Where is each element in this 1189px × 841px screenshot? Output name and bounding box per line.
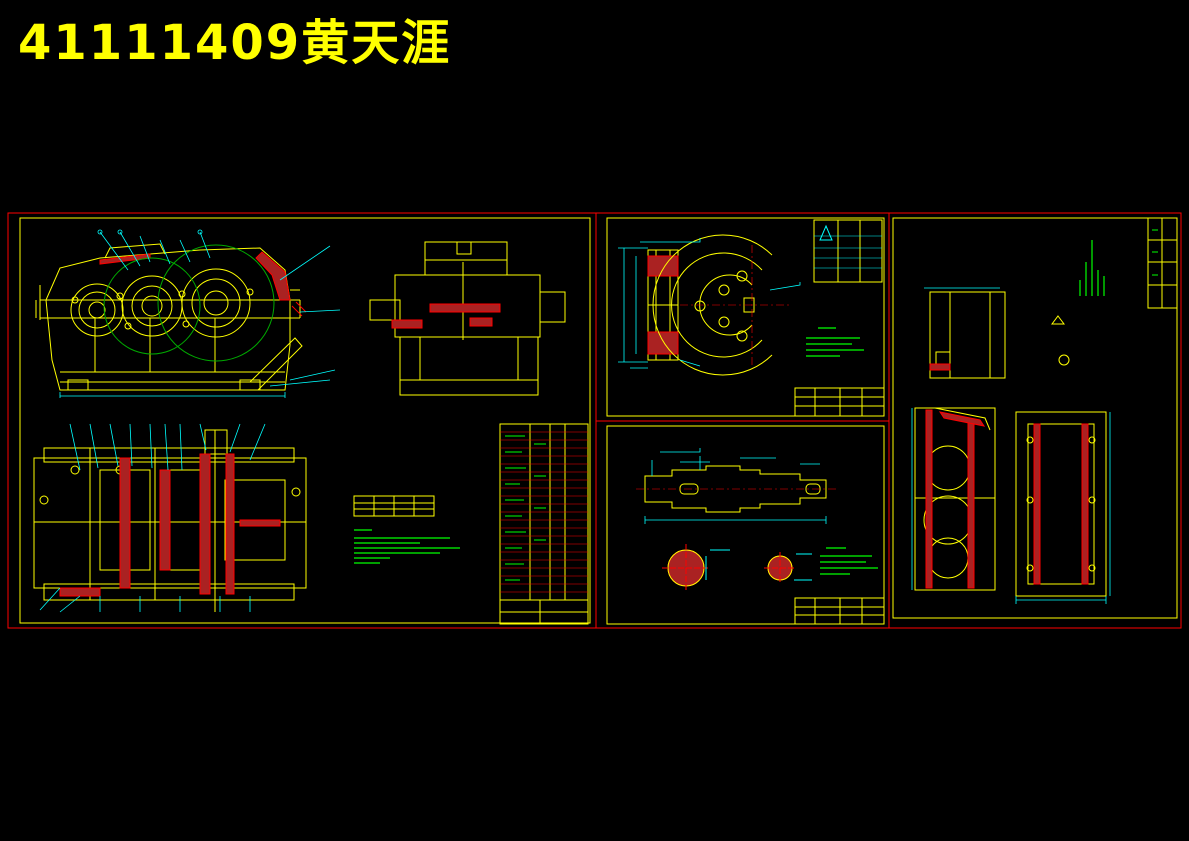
assembly-drawing [19, 217, 591, 625]
shaft-title-block [794, 597, 885, 625]
gearbox-front-view [35, 243, 303, 391]
shaft-frame [606, 425, 885, 625]
assembly-notes [354, 529, 460, 564]
gear-parameter-table [813, 219, 883, 283]
shaft-drawing [606, 425, 885, 625]
housing-dimensions [911, 287, 1111, 604]
section-hatch [99, 251, 307, 317]
shaft-section-a [662, 544, 730, 592]
gear-pitch-circles [103, 244, 275, 362]
housing-frame [892, 217, 1178, 619]
gear-title-block [794, 387, 885, 417]
housing-top-hatch [1033, 423, 1089, 585]
shaft-dimensions [644, 448, 827, 524]
top-section-hatch [59, 453, 281, 597]
housing-side-hatch [925, 409, 986, 589]
gear-notes [806, 327, 864, 357]
top-section-leaders [39, 423, 266, 613]
gear-section-view [647, 249, 679, 361]
housing-title-block [1147, 217, 1178, 309]
gear-drawing [606, 217, 885, 417]
housing-symbols [1051, 315, 1070, 366]
gear-frame [606, 217, 885, 417]
housing-notes [1079, 240, 1105, 296]
drawing-title: 41111409黄天涯 [18, 15, 452, 71]
gear-dimensions [618, 238, 801, 369]
side-view-hatch [391, 303, 501, 329]
assembly-frame [19, 217, 591, 624]
shaft-notes [820, 547, 878, 575]
sheet-outer-border [7, 212, 1182, 629]
parts-list [499, 423, 589, 625]
spec-table [353, 495, 435, 517]
gear-centerlines [680, 245, 790, 365]
shaft-section-b [764, 552, 812, 584]
housing-drawing [892, 217, 1178, 619]
part-leaders [59, 229, 341, 398]
housing-top-view [1015, 411, 1107, 597]
gear-hatch [647, 255, 679, 355]
gearbox-side-view [369, 241, 566, 396]
housing-detail-hatch [929, 363, 951, 371]
